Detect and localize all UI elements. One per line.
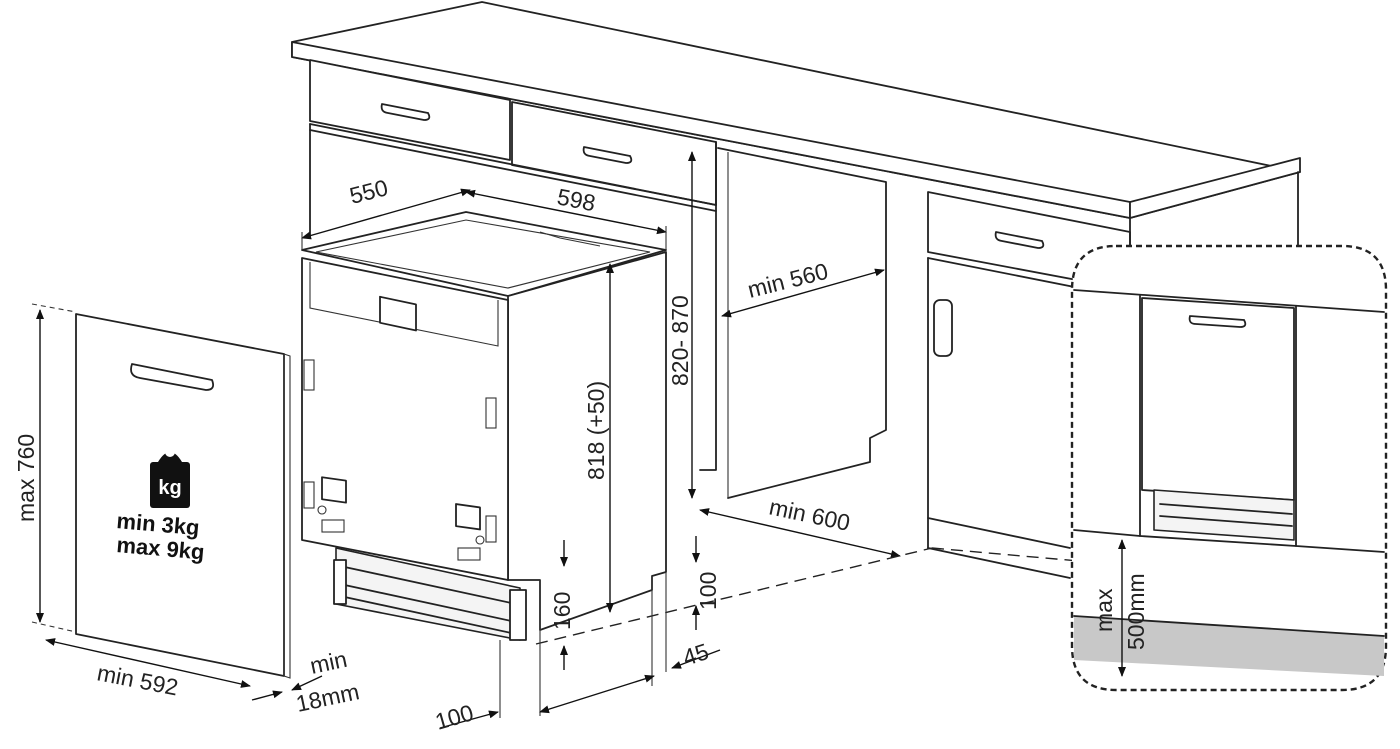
dishwasher-front xyxy=(301,257,509,581)
dim-min-panel-width: min 592 xyxy=(95,659,180,700)
dim-plinth-gap: 100 xyxy=(695,572,721,610)
dim-front-offset: 100 xyxy=(432,699,476,735)
inset-max-value: 500mm xyxy=(1123,573,1149,650)
dim-min-depth: min 560 xyxy=(745,258,831,303)
inset-detail: max 500mm xyxy=(1070,244,1388,692)
dishwasher-body xyxy=(301,211,667,641)
weight-kg-icon: kg xyxy=(150,447,190,508)
dim-plinth-height: 160 xyxy=(549,592,575,630)
dim-cabinet-height: 820- 870 xyxy=(667,295,693,386)
dim-depth: 550 xyxy=(347,174,391,209)
kitchen-cabinets xyxy=(291,1,1301,579)
dimension-lines xyxy=(31,151,1091,729)
dim-appliance-height: 818 (+50) xyxy=(583,381,609,480)
left-cabinet xyxy=(309,59,717,471)
door-panel: kg min 3kg max 9kg xyxy=(75,313,291,679)
dim-plinth-depth: 45 xyxy=(680,638,712,671)
weight-icon-label: kg xyxy=(158,477,181,499)
inset-max-label: max xyxy=(1091,588,1117,632)
dim-panel-thickness-min: min xyxy=(308,646,350,679)
dim-max-panel-height: max 760 xyxy=(13,434,39,522)
dim-min-width: min 600 xyxy=(767,493,852,535)
